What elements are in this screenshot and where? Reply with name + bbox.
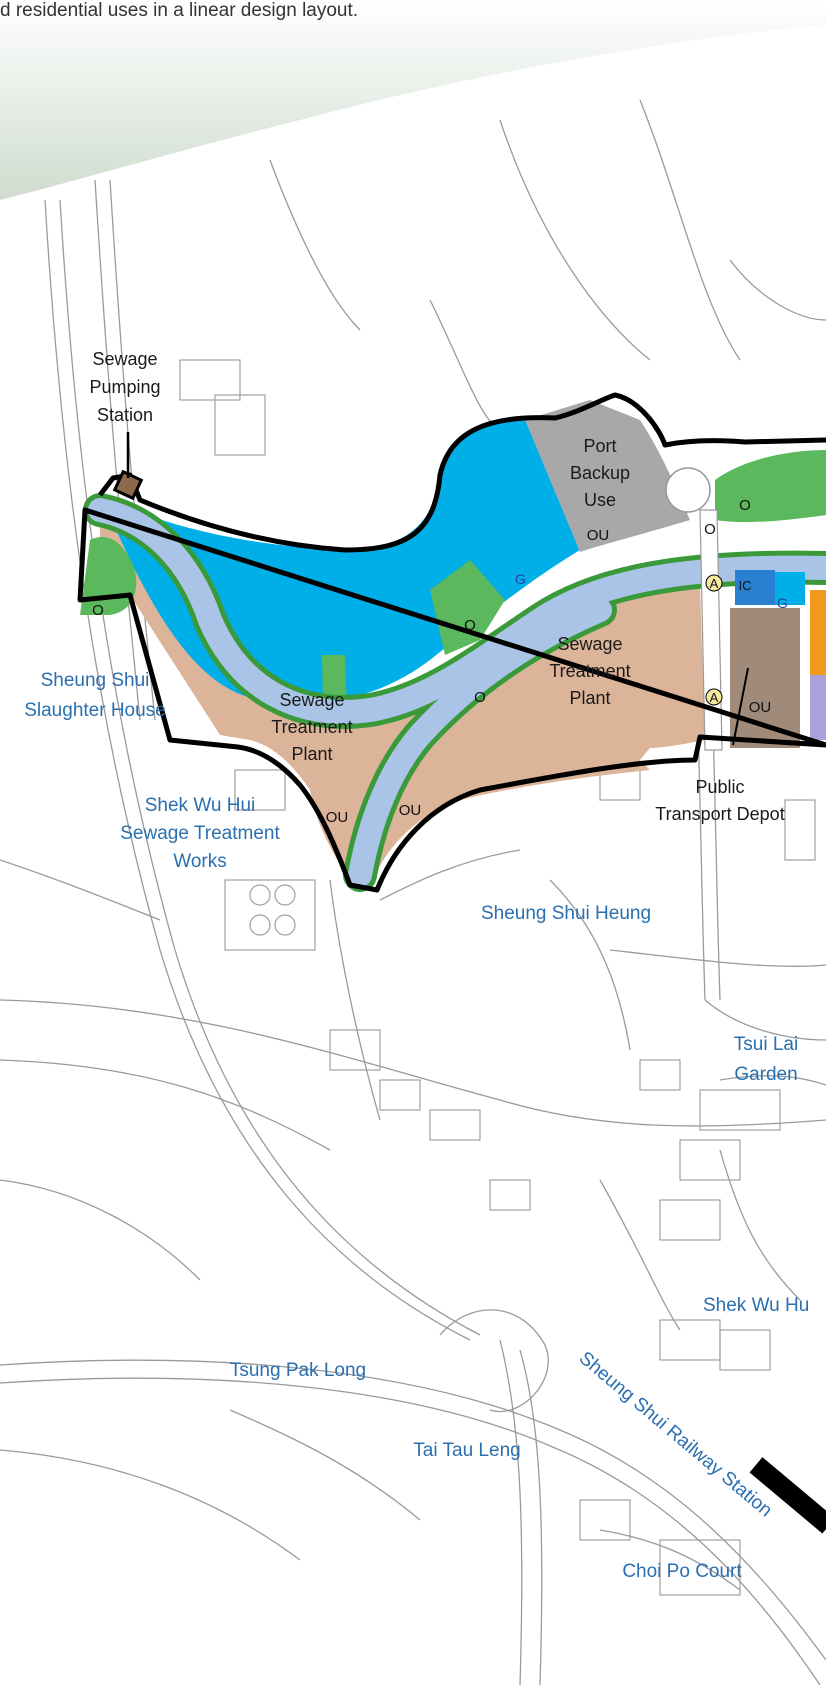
svg-text:Plant: Plant xyxy=(291,744,332,764)
port-backup-zone xyxy=(525,400,690,552)
label-shek-wu-hui: Shek Wu Hu xyxy=(703,1295,809,1316)
label-public-transport-depot: Public Transport Depot xyxy=(655,777,784,824)
zone-codes: OU OU OU OU O O O O O A A IC xyxy=(92,497,771,826)
header-sweep xyxy=(0,0,826,200)
lilac-block xyxy=(810,675,826,740)
svg-text:Port: Port xyxy=(583,436,616,456)
label-sewage-treatment-plant-west: Sewage Treatment Plant xyxy=(271,690,352,764)
caption-text: d residential uses in a linear design la… xyxy=(0,0,359,21)
open-space-mid xyxy=(430,560,505,655)
pumping-station-marker xyxy=(112,469,144,501)
svg-text:Sewage: Sewage xyxy=(279,690,344,710)
zone-code-ou-west: OU xyxy=(326,809,349,826)
svg-text:Public: Public xyxy=(695,777,744,797)
zone-code-o-roundabout: O xyxy=(704,521,716,538)
svg-text:Sewage: Sewage xyxy=(92,349,157,369)
planning-boundary xyxy=(77,392,826,893)
zone-code-a-1: A xyxy=(710,576,719,591)
svg-text:Plant: Plant xyxy=(569,688,610,708)
a-marker-2 xyxy=(705,688,723,706)
svg-text:Treatment: Treatment xyxy=(549,661,630,681)
label-sheung-shui-heung: Sheung Shui Heung xyxy=(481,903,651,924)
svg-text:Sewage: Sewage xyxy=(557,634,622,654)
svg-text:Backup: Backup xyxy=(570,463,630,483)
zone-code-a-2: A xyxy=(710,690,719,705)
svg-text:Pumping: Pumping xyxy=(89,377,160,397)
building-outlines xyxy=(179,359,816,1596)
svg-text:Station: Station xyxy=(97,405,153,425)
svg-text:Works: Works xyxy=(173,851,226,872)
zone-code-o-east: O xyxy=(739,497,751,514)
zone-code-ou-port: OU xyxy=(587,527,610,544)
zone-code-o-west: O xyxy=(92,602,104,619)
svg-text:Shek Wu Hui: Shek Wu Hui xyxy=(145,795,256,816)
ic-block xyxy=(735,570,775,605)
svg-text:Tsui Lai: Tsui Lai xyxy=(734,1034,798,1055)
svg-text:Slaughter House: Slaughter House xyxy=(24,700,166,721)
zone-code-ou-south: OU xyxy=(399,802,422,819)
label-tai-tau-leng: Tai Tau Leng xyxy=(413,1440,520,1461)
label-choi-po-court: Choi Po Court xyxy=(622,1561,742,1582)
g-block xyxy=(775,572,805,605)
a-marker-1 xyxy=(705,574,723,592)
label-shek-wu-hui-stw: Shek Wu Hui Sewage Treatment Works xyxy=(120,795,280,872)
roundabout xyxy=(665,467,711,513)
label-sewage-treatment-plant-east: Sewage Treatment Plant xyxy=(549,634,630,708)
orange-block xyxy=(810,590,826,675)
zone-code-ic: IC xyxy=(739,578,752,593)
svg-text:Treatment: Treatment xyxy=(271,717,352,737)
zone-code-g-2: G xyxy=(777,595,788,611)
label-tsui-lai-garden: Tsui Lai Garden xyxy=(734,1034,798,1085)
zone-code-o-mid: O xyxy=(464,617,476,634)
open-space-east xyxy=(715,450,826,523)
label-sewage-pumping-station: Sewage Pumping Station xyxy=(89,349,160,425)
label-sheung-shui-railway-station: Sheung Shui Railway Station xyxy=(575,1348,776,1522)
svg-text:Transport Depot: Transport Depot xyxy=(655,804,784,824)
svg-text:Sewage Treatment: Sewage Treatment xyxy=(120,823,280,844)
zone-code-o-river: O xyxy=(474,689,486,706)
label-tsung-pak-long: Tsung Pak Long xyxy=(230,1360,366,1381)
zone-code-g-1: G xyxy=(515,571,526,587)
zone-code-ou-depot: OU xyxy=(749,699,772,716)
label-port-backup-use: Port Backup Use xyxy=(570,436,630,510)
depot-leader xyxy=(732,667,749,746)
svg-text:Garden: Garden xyxy=(734,1064,797,1085)
label-sheung-shui-slaughter-house: Sheung Shui Slaughter House xyxy=(24,670,166,721)
railway-station-marker xyxy=(749,1457,826,1534)
svg-text:Use: Use xyxy=(584,490,616,510)
svg-text:Sheung Shui: Sheung Shui xyxy=(41,670,150,691)
river xyxy=(88,498,826,887)
